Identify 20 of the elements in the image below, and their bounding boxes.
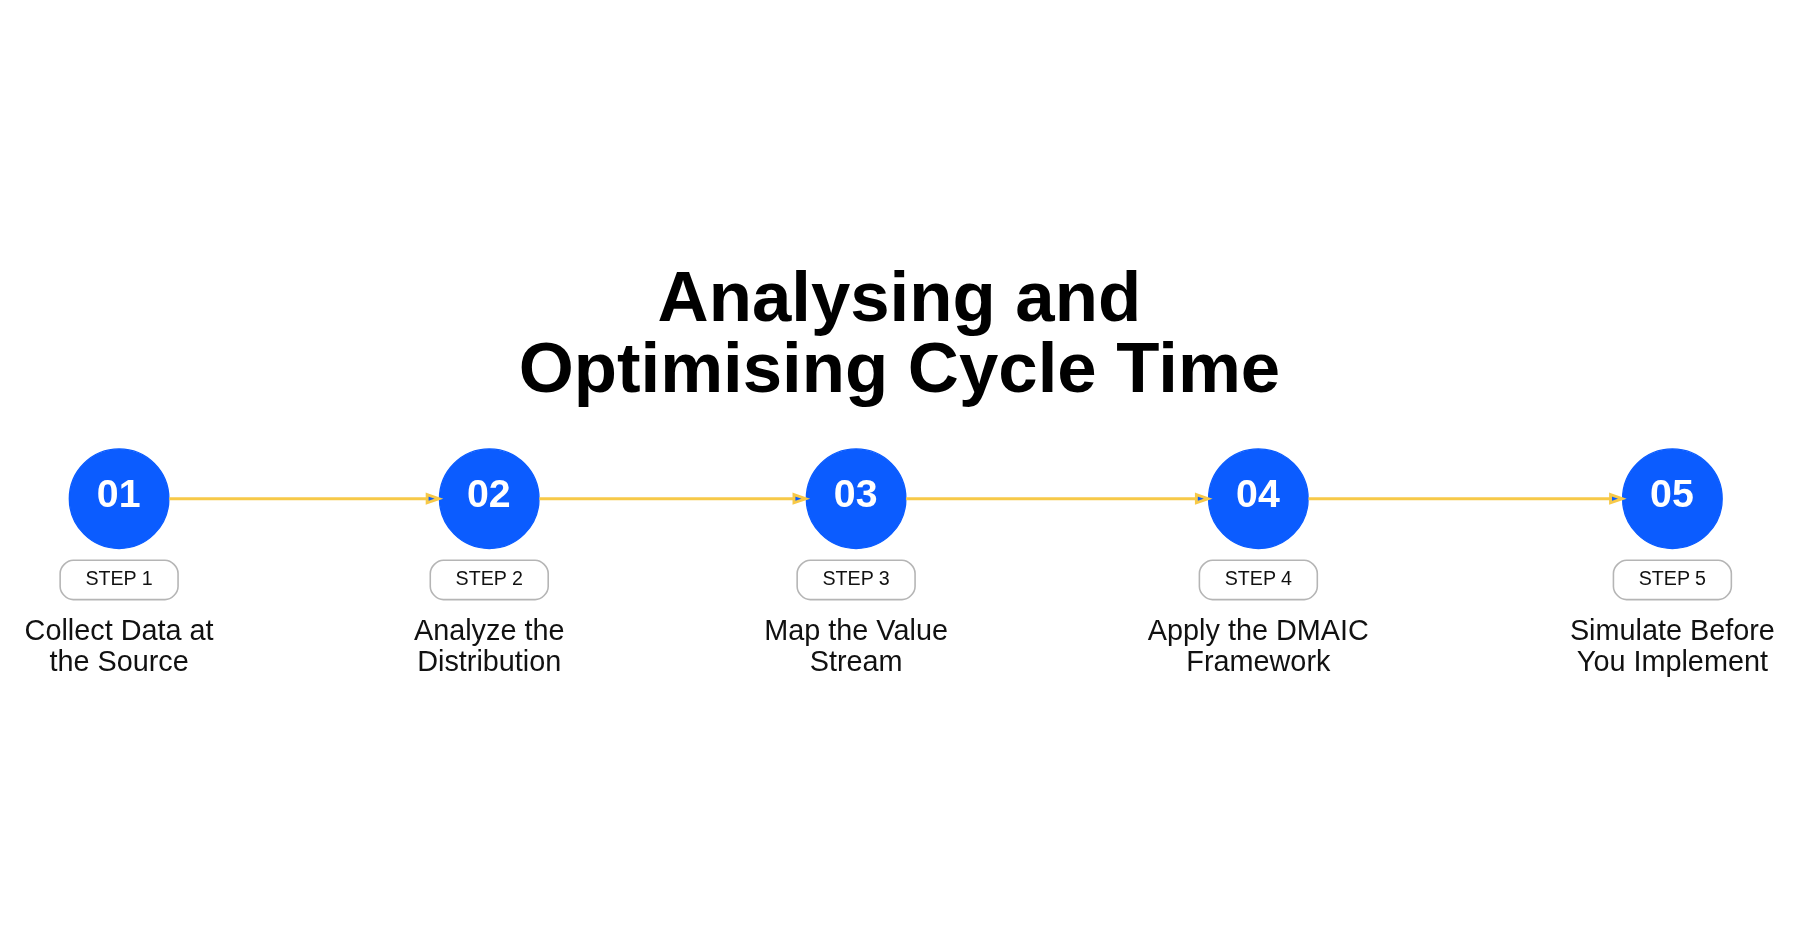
node-circle: 02 — [438, 448, 540, 550]
arrow — [169, 492, 444, 505]
node-circle: 05 — [1621, 448, 1723, 550]
node-box: STEP 1 — [59, 559, 179, 601]
diagram-title: Analysing and Optimising Cycle Time — [518, 256, 1281, 407]
node-box: STEP 4 — [1198, 559, 1319, 601]
node-label: Analyze the Distribution — [413, 613, 565, 678]
node-label: Map the Value Stream — [764, 613, 948, 678]
node-label: Simulate Before You Implement — [1569, 613, 1775, 678]
node-box: STEP 2 — [429, 559, 549, 601]
node-box: STEP 5 — [1612, 559, 1733, 601]
node-box: STEP 3 — [796, 559, 916, 601]
arrow — [1308, 492, 1627, 505]
node-circle: 01 — [68, 448, 170, 550]
arrow — [906, 492, 1213, 505]
arrow — [539, 492, 811, 505]
node-label: Apply the DMAIC Framework — [1147, 613, 1369, 678]
node-label: Collect Data at the Source — [24, 613, 214, 678]
node-circle: 03 — [805, 448, 907, 550]
node-circle: 04 — [1207, 448, 1309, 550]
